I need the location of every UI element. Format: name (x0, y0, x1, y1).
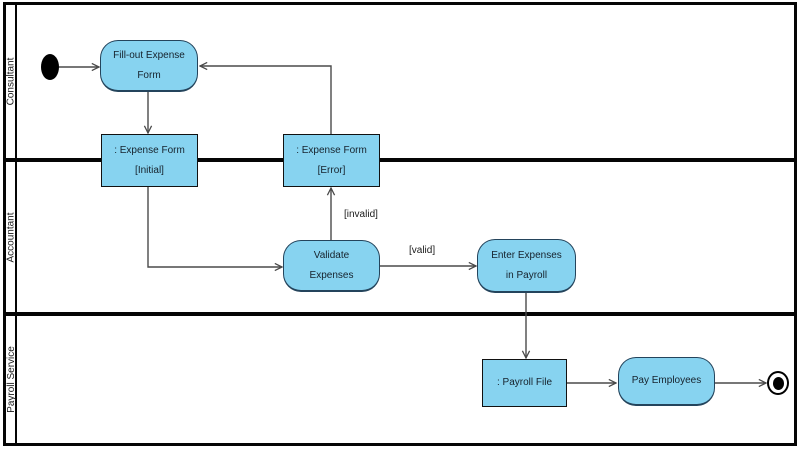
object-expense-form-error: : Expense Form [Error] (283, 134, 380, 187)
activity-final-dot (772, 376, 784, 390)
node-label-line: Form (137, 69, 161, 81)
activity-final-node (767, 371, 789, 395)
lane-label-separator (15, 2, 17, 446)
edge-initial-to-validate (147, 187, 282, 267)
node-label-line: Fill-out Expense (113, 49, 185, 61)
node-label-line: Enter Expenses (491, 249, 562, 261)
action-pay-employees: Pay Employees (618, 357, 715, 406)
node-label-line: [Initial] (135, 164, 164, 176)
object-payroll-file: : Payroll File (482, 359, 567, 407)
diagram-frame (3, 2, 797, 446)
node-label-line: [Error] (317, 164, 346, 176)
node-label-line: in Payroll (505, 269, 548, 281)
edge-guard-valid: [valid] (409, 245, 436, 256)
edge-error-to-fill-out (200, 66, 332, 134)
node-label-line: Validate (313, 249, 350, 261)
edge-guard-invalid: [invalid] (344, 209, 378, 220)
initial-node (41, 54, 59, 80)
node-label-line: : Expense Form (296, 144, 367, 156)
object-expense-form-initial: : Expense Form [Initial] (101, 134, 198, 187)
action-enter-expenses-in-payroll: Enter Expenses in Payroll (477, 239, 576, 293)
lane-divider (3, 312, 797, 316)
node-label-line: Pay Employees (631, 375, 702, 386)
node-label-line: : Expense Form (114, 144, 185, 156)
action-validate-expenses: Validate Expenses (283, 240, 380, 292)
node-label-line: Expenses (309, 269, 354, 281)
node-label-line: : Payroll File (496, 377, 552, 388)
action-fill-out-expense-form: Fill-out Expense Form (100, 40, 198, 92)
lane-divider (3, 158, 797, 162)
